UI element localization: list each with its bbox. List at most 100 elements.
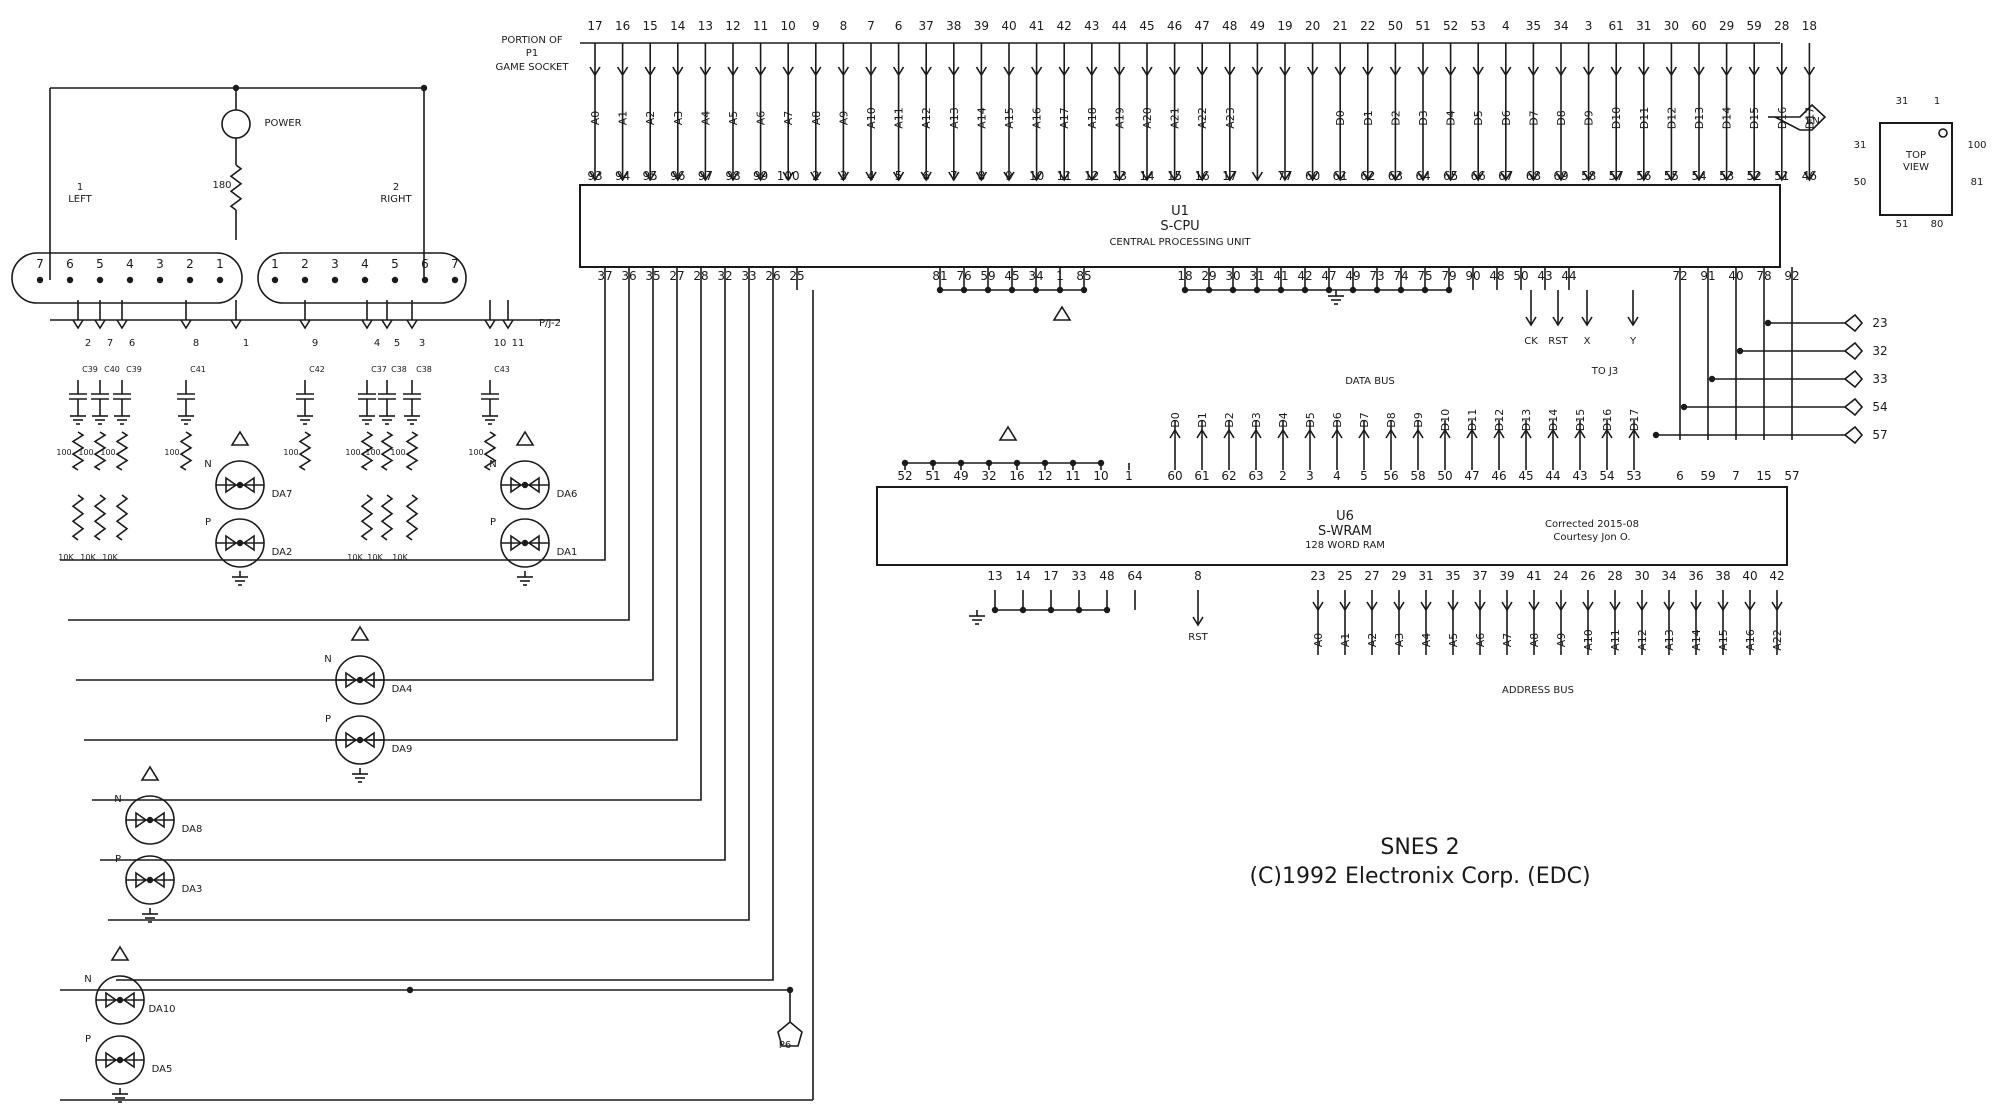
- diode-label: DA9: [392, 744, 413, 755]
- wram-addr-label: A0: [1312, 633, 1325, 648]
- arrow-icon: [1304, 428, 1316, 439]
- resistor-icon: [483, 431, 497, 471]
- pin-number: 12: [1037, 469, 1052, 483]
- capacitor-label: C40: [104, 365, 120, 374]
- pin-number: 5: [391, 257, 399, 271]
- socket-arrow-icon: [1665, 66, 1678, 77]
- pin-number: 49: [953, 469, 968, 483]
- arrow-icon: [1366, 601, 1378, 612]
- wram-addr-label: A4: [1420, 633, 1433, 648]
- pin-number: 36: [1688, 569, 1703, 583]
- en-label: EN: [1806, 116, 1820, 127]
- ribbon-wire: [100, 290, 726, 861]
- socket-arrow-icon: [948, 66, 960, 77]
- arrow-icon: [1555, 601, 1567, 612]
- cpu-pin-arrow-icon: [1500, 171, 1512, 182]
- cpu-signal-label: D12: [1665, 107, 1678, 129]
- tv-pin-br: 80: [1931, 219, 1944, 230]
- wram-data-label: D7: [1358, 412, 1371, 427]
- da10-diode-icon: [105, 991, 118, 1009]
- resistor-icon: [380, 431, 394, 471]
- cpu-pin-number: 6: [922, 169, 930, 183]
- socket-arrow-icon: [1417, 66, 1429, 77]
- cpu-pin-arrow-icon: [699, 171, 712, 182]
- cpu-pin-arrow-icon: [1251, 171, 1264, 182]
- cpu-pin-arrow-icon: [1582, 171, 1595, 182]
- diode-type-label: P: [85, 1034, 91, 1045]
- diode-label: DA2: [272, 547, 293, 558]
- pin-number: 3: [156, 257, 164, 271]
- socket-arrow-icon: [837, 66, 850, 77]
- wram-data-label: D8: [1385, 412, 1398, 427]
- cpu-pin-arrow-icon: [920, 171, 932, 182]
- socket-arrow-icon: [1527, 66, 1540, 77]
- cpu-pin-arrow-icon: [672, 171, 684, 182]
- cpu-pin-arrow-icon: [1334, 171, 1346, 182]
- connector-pin-number: 23: [1872, 316, 1887, 330]
- pin-number: 46: [1491, 469, 1506, 483]
- socket-arrow-icon: [1113, 66, 1126, 77]
- socket-pin-number: 43: [1084, 19, 1099, 33]
- cpu-chip: [579, 184, 1781, 268]
- wram-addr-label: A16: [1744, 629, 1757, 651]
- cpu-pin-arrow-icon: [1003, 171, 1015, 182]
- cpu-pin-number: 15: [1167, 169, 1182, 183]
- arrow-icon: [1771, 601, 1783, 612]
- cpu-signal-label: D5: [1472, 110, 1485, 125]
- cpu-pin-number: 10: [1029, 169, 1044, 183]
- cpu-signal-label: A19: [1113, 107, 1126, 129]
- resistor-icon: [71, 431, 85, 471]
- da7-diode-icon: [242, 476, 255, 494]
- cpu-signal-label: A13: [948, 107, 961, 129]
- arrow-icon: [1574, 428, 1586, 439]
- junction-dot: [146, 816, 154, 824]
- top-view-package: [1879, 122, 1953, 216]
- junction-dot: [126, 276, 134, 284]
- socket-pin-number: 22: [1360, 19, 1375, 33]
- arrow-icon: [1717, 601, 1729, 612]
- pin-number: 2: [186, 257, 194, 271]
- offpage-connector-icon: [1843, 369, 1864, 389]
- pin-number: 3: [419, 338, 425, 349]
- cpu-pin-arrow-icon: [1086, 171, 1098, 182]
- cpu-signal-label: A17: [1058, 107, 1071, 129]
- cpu-pin-arrow-icon: [1141, 171, 1153, 182]
- tv-pin-l1: 31: [1854, 140, 1867, 151]
- arrow-icon: [1466, 428, 1478, 439]
- da5-diode-icon: [122, 1051, 135, 1069]
- ribbon-wire: [92, 290, 702, 801]
- cpu-pin-arrow-icon: [727, 171, 739, 182]
- power-triangle-icon: [110, 945, 130, 961]
- wram-data-label: D2: [1223, 412, 1236, 427]
- capacitor-label: C39: [82, 365, 98, 374]
- resistor-icon: [298, 431, 312, 471]
- wram-desc: 128 WORD RAM: [1305, 540, 1385, 551]
- cpu-pin-number: 97: [698, 169, 713, 183]
- junction-dot: [116, 996, 124, 1004]
- wram-note-2: Courtesy Jon O.: [1553, 532, 1630, 543]
- ribbon-wire: [84, 290, 678, 741]
- socket-pin-number: 3: [1585, 19, 1593, 33]
- cpu-signal-label: D0: [1334, 110, 1347, 125]
- junction-dot: [1708, 375, 1716, 383]
- arrow-icon: [1609, 601, 1621, 612]
- arrow-icon: [1474, 601, 1486, 612]
- resistor-value: 100: [100, 448, 115, 457]
- socket-pin-number: 14: [670, 19, 685, 33]
- wram-data-label: D13: [1520, 409, 1533, 431]
- resistor-value: 10K: [367, 553, 383, 562]
- junction-dot: [156, 276, 164, 284]
- cpu-pin-number: 53: [1719, 169, 1734, 183]
- cpu-pin-arrow-icon: [1058, 171, 1070, 182]
- cpu-pin-number: 16: [1195, 169, 1210, 183]
- cpu-signal-label: D16: [1776, 107, 1789, 129]
- socket-pin-number: 11: [753, 19, 768, 33]
- pin-number: 5: [96, 257, 104, 271]
- cpu-pin-arrow-icon: [948, 171, 960, 182]
- arrow-icon: [116, 319, 128, 330]
- junction-dot: [521, 481, 529, 489]
- pin-number: 40: [1742, 569, 1757, 583]
- socket-pin-number: 12: [725, 19, 740, 33]
- cpu-pin-number: 63: [1388, 169, 1403, 183]
- top-view-title-1: TOP: [1905, 150, 1926, 161]
